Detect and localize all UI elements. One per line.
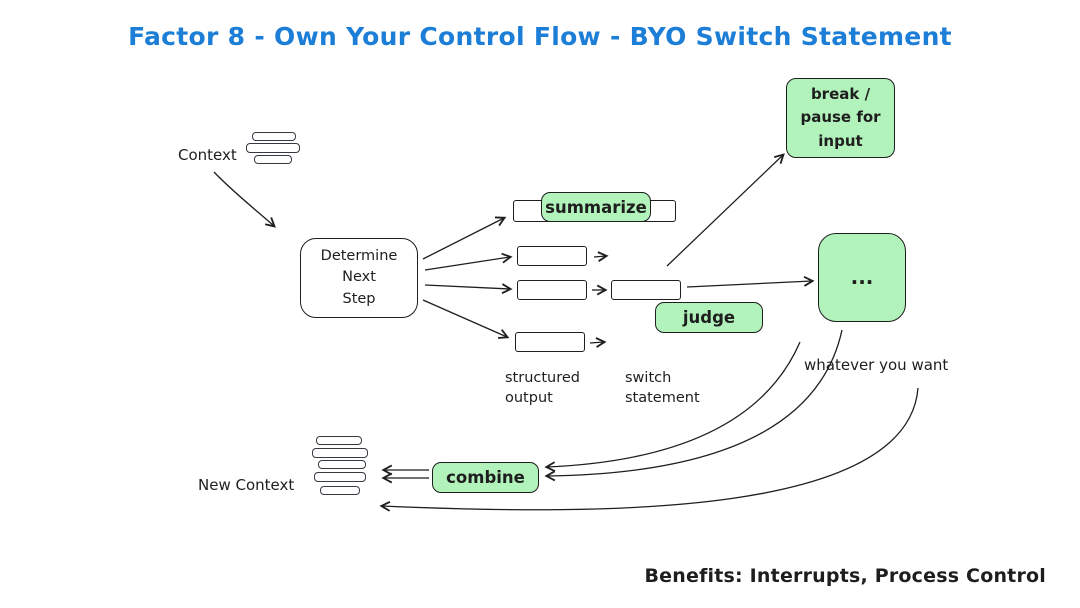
- break-pause-box: break / pause for input: [786, 78, 895, 158]
- step-to-row4-arrow: [422, 299, 510, 339]
- stack-bar: [312, 448, 368, 458]
- output-rect-4: [515, 332, 585, 352]
- return-curve-2: [544, 329, 843, 482]
- determine-next-step-box: Determine Next Step: [300, 238, 418, 318]
- stack-bar: [318, 460, 366, 469]
- judge-badge: judge: [655, 302, 763, 333]
- benefits-label: Benefits: Interrupts, Process Control: [644, 565, 1046, 587]
- context-to-step-arrow: [213, 171, 276, 228]
- diagram-title: Factor 8 - Own Your Control Flow - BYO S…: [128, 22, 952, 51]
- return-curve-1: [544, 341, 801, 473]
- to-break-pause-arrow: [666, 153, 785, 267]
- output-rect-2: [517, 246, 587, 266]
- switch-statement-label: switch statement: [625, 370, 700, 406]
- context-label: Context: [178, 146, 237, 164]
- to-ellipsis-arrow: [686, 276, 815, 288]
- row4-small-arrow: [589, 337, 607, 348]
- whatever-you-want-label: whatever you want: [804, 356, 949, 374]
- stack-bar: [320, 486, 360, 495]
- stack-bar: [316, 436, 362, 445]
- new-context-stack: [308, 436, 376, 502]
- return-curve-long: [379, 387, 919, 512]
- stack-bar: [252, 132, 296, 141]
- stack-bar: [254, 155, 292, 164]
- context-stack: [246, 132, 304, 168]
- row2-small-arrow: [593, 251, 609, 262]
- output-rect-3b: [611, 280, 681, 300]
- new-context-label: New Context: [198, 476, 295, 494]
- combine-badge: combine: [432, 462, 539, 493]
- step-to-summarize-arrow: [422, 216, 507, 260]
- structured-output-label: structured output: [505, 370, 581, 406]
- ellipsis-box: ...: [818, 233, 906, 322]
- step-to-row2-arrow: [424, 252, 513, 271]
- stack-bar: [314, 472, 366, 482]
- output-rect-3a: [517, 280, 587, 300]
- step-to-row3-arrow: [424, 283, 513, 294]
- summarize-badge: summarize: [541, 192, 651, 222]
- stack-bar: [246, 143, 300, 153]
